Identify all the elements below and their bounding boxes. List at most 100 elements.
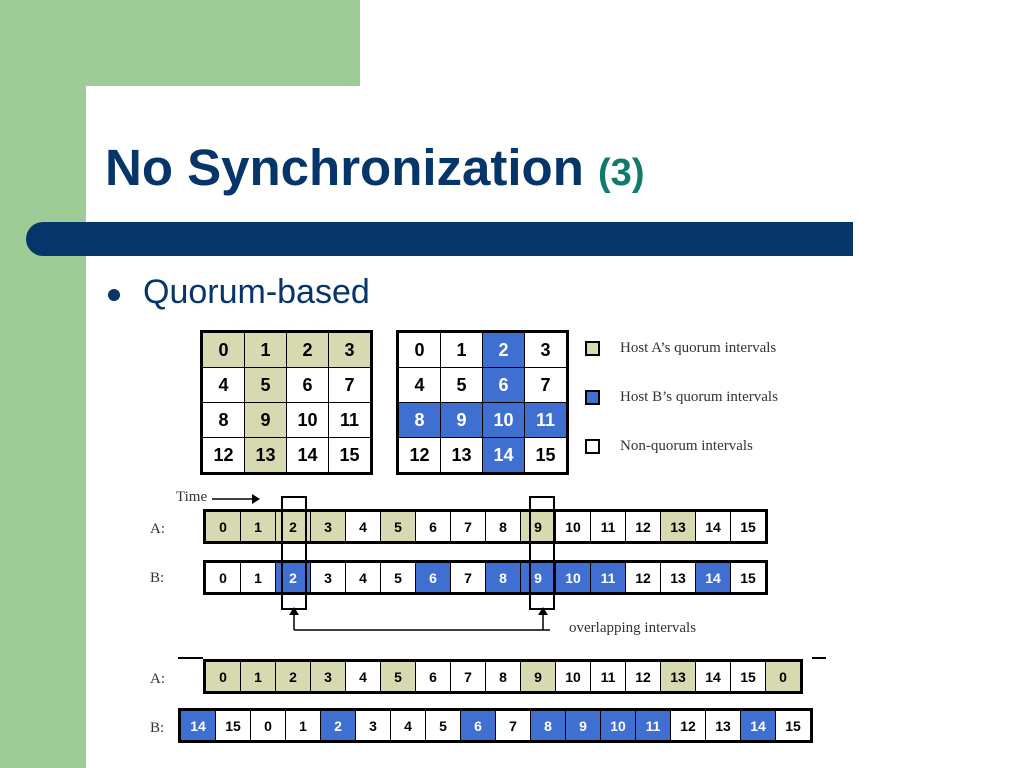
row2-a-cell: 0 xyxy=(206,662,240,691)
grid-a-cell: 2 xyxy=(287,333,328,367)
row1-a-cell: 5 xyxy=(381,512,415,541)
row2-b-cell: 5 xyxy=(426,711,460,740)
slide-title-number: (3) xyxy=(598,152,645,194)
legend-label-host-a: Host A’s quorum intervals xyxy=(620,340,777,356)
grid-a-cell: 7 xyxy=(329,368,370,402)
row1-a-cell: 15 xyxy=(731,512,765,541)
row2-b-label: B: xyxy=(150,720,165,736)
row1-a-cell: 4 xyxy=(346,512,380,541)
row2-b-cell: 8 xyxy=(531,711,565,740)
row1-a-cell: 10 xyxy=(556,512,590,541)
grid-b-cell: 4 xyxy=(399,368,440,402)
grid-b-cell: 2 xyxy=(483,333,524,367)
row1-b-cell: 9 xyxy=(521,563,555,592)
row2-a-cell: 6 xyxy=(416,662,450,691)
grid-b-cell: 6 xyxy=(483,368,524,402)
grid-b-cell: 8 xyxy=(399,403,440,437)
grid-b-cell: 7 xyxy=(525,368,566,402)
row2-b-cell: 1 xyxy=(286,711,320,740)
row2-b-cell: 3 xyxy=(356,711,390,740)
row1-b-cell: 10 xyxy=(556,563,590,592)
grid-a-cell: 12 xyxy=(203,438,244,472)
row1-a-cell: 8 xyxy=(486,512,520,541)
overlap-arrows-icon xyxy=(289,607,550,631)
legend-item-host-b: Host B’s quorum intervals xyxy=(585,389,845,409)
row1-a-cell: 7 xyxy=(451,512,485,541)
row1-b-cell: 5 xyxy=(381,563,415,592)
row1-b-cell: 11 xyxy=(591,563,625,592)
row2-a-cell: 7 xyxy=(451,662,485,691)
row1-a-cell: 3 xyxy=(311,512,345,541)
legend-label-non-quorum: Non-quorum intervals xyxy=(620,438,753,454)
row2-a-cell: 15 xyxy=(731,662,765,691)
row1-b-cell: 8 xyxy=(486,563,520,592)
legend-swatch-non-quorum xyxy=(585,439,600,454)
grid-a-cell: 13 xyxy=(245,438,286,472)
title-rule xyxy=(26,222,853,256)
row2-a-cell: 12 xyxy=(626,662,660,691)
row1-a-cell: 0 xyxy=(206,512,240,541)
grid-a-cell: 11 xyxy=(329,403,370,437)
row2-b-cell: 15 xyxy=(776,711,810,740)
row2-b-cell: 2 xyxy=(321,711,355,740)
overlap-highlight-2 xyxy=(281,496,307,610)
row2-a-cell: 14 xyxy=(696,662,730,691)
time-label: Time xyxy=(176,489,208,505)
grid-b-cell: 3 xyxy=(525,333,566,367)
row2-b-cell: 15 xyxy=(216,711,250,740)
grid-b-cell: 15 xyxy=(525,438,566,472)
legend-swatch-host-b xyxy=(585,390,600,405)
row1-b-cell: 12 xyxy=(626,563,660,592)
row2-b-cell: 7 xyxy=(496,711,530,740)
row2-a-cell: 1 xyxy=(241,662,275,691)
row2-a-cell: 8 xyxy=(486,662,520,691)
background-green-left xyxy=(0,0,86,768)
grid-a-cell: 8 xyxy=(203,403,244,437)
row2-a-cell: 4 xyxy=(346,662,380,691)
row2-a-cell: 0 xyxy=(766,662,800,691)
row1-a-cell: 13 xyxy=(661,512,695,541)
row2-b-cell: 13 xyxy=(706,711,740,740)
row1-b-cell: 4 xyxy=(346,563,380,592)
row1-b-cell: 3 xyxy=(311,563,345,592)
row1-a-cell: 6 xyxy=(416,512,450,541)
row2-b-cell: 9 xyxy=(566,711,600,740)
grid-a-cell: 4 xyxy=(203,368,244,402)
grid-b-cell: 13 xyxy=(441,438,482,472)
row2-b-cell: 0 xyxy=(251,711,285,740)
row2-a-cell: 3 xyxy=(311,662,345,691)
row2-a-cell: 11 xyxy=(591,662,625,691)
row2-b-cell: 10 xyxy=(601,711,635,740)
row2-b-cell: 4 xyxy=(391,711,425,740)
row2-b-cell: 11 xyxy=(636,711,670,740)
grid-b-cell: 11 xyxy=(525,403,566,437)
row2-b-cell: 14 xyxy=(181,711,215,740)
slide-title-text: No Synchronization xyxy=(105,139,584,196)
grid-a-cell: 6 xyxy=(287,368,328,402)
row1-b-cell: 0 xyxy=(206,563,240,592)
row2-a-cell: 9 xyxy=(521,662,555,691)
row1-a-label: A: xyxy=(150,521,165,537)
row1-b-cell: 14 xyxy=(696,563,730,592)
background-green-top xyxy=(0,0,360,86)
grid-a-cell: 3 xyxy=(329,333,370,367)
legend-item-host-a: Host A’s quorum intervals xyxy=(585,340,845,360)
row1-b-label: B: xyxy=(150,570,165,586)
slide-title: No Synchronization (3) xyxy=(105,138,644,197)
row2-a-cell: 10 xyxy=(556,662,590,691)
grid-b-cell: 9 xyxy=(441,403,482,437)
bullet-text: Quorum-based xyxy=(143,273,370,311)
row2-a-line-ext xyxy=(178,657,203,659)
legend-swatch-host-a xyxy=(585,341,600,356)
row1-a-cell: 11 xyxy=(591,512,625,541)
row1-a-cell: 1 xyxy=(241,512,275,541)
row2-a-cell: 2 xyxy=(276,662,310,691)
time-arrow-icon xyxy=(212,494,260,504)
grid-b-cell: 10 xyxy=(483,403,524,437)
row2-a-label: A: xyxy=(150,671,165,687)
row1-b-cell: 1 xyxy=(241,563,275,592)
